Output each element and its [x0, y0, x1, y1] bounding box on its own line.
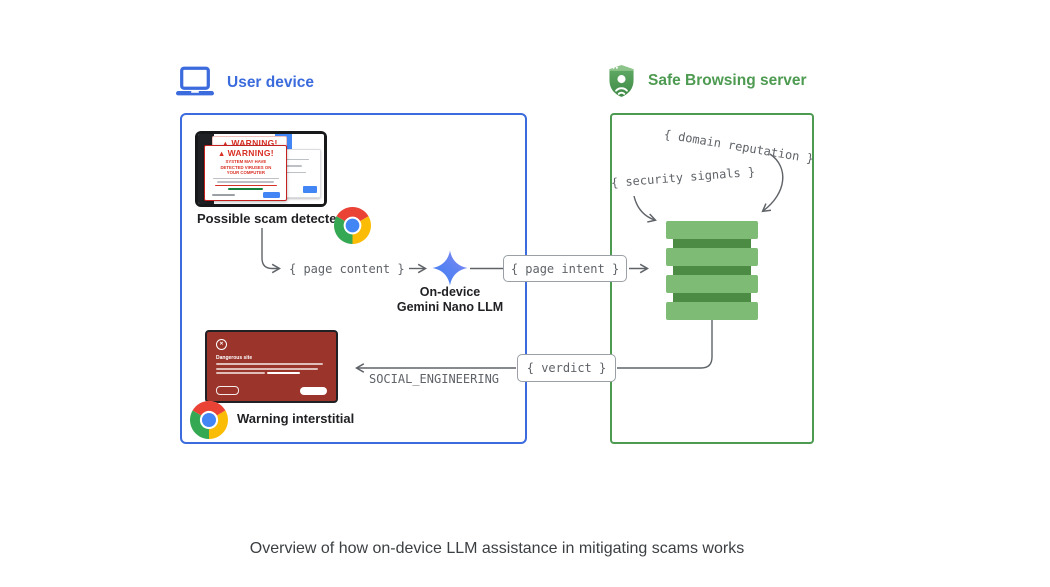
warning-interstitial-screenshot: ✕ Dangerous site [205, 330, 338, 403]
warning-title: WARNING! [227, 148, 274, 159]
verdict-box: { verdict } [517, 354, 616, 382]
close-circle-icon: ✕ [216, 339, 227, 350]
chrome-logo-icon [190, 401, 228, 439]
safe-browsing-shield-icon [609, 65, 634, 97]
interstitial-caption: Warning interstitial [237, 411, 355, 426]
scam-popup-button [263, 192, 280, 199]
interstitial-back-button [300, 386, 327, 395]
safe-browsing-title: Safe Browsing server [648, 72, 807, 89]
scam-page-screenshot: ▲ WARNING! ▲ WARNING! SYSTEM MAY HAVE DE… [195, 131, 327, 207]
scam-caption: Possible scam detected [197, 211, 345, 226]
llm-label: On-device Gemini Nano LLM [396, 285, 504, 314]
user-device-header: User device [176, 66, 314, 99]
interstitial-details-button [216, 386, 239, 395]
interstitial-link-line [266, 372, 301, 375]
safe-browsing-header: Safe Browsing server [608, 63, 807, 99]
warning-body: SYSTEM MAY HAVE DETECTED VIRUSES ON YOUR… [220, 159, 272, 176]
scam-popup-button [302, 186, 318, 193]
scam-warning-popup: ▲ WARNING! SYSTEM MAY HAVE DETECTED VIRU… [204, 145, 288, 202]
scam-page-screen: ▲ WARNING! ▲ WARNING! SYSTEM MAY HAVE DE… [198, 134, 324, 204]
page-intent-box: { page intent } [503, 255, 627, 282]
chrome-logo-icon [334, 207, 371, 244]
verdict-value-label: SOCIAL_ENGINEERING [368, 372, 500, 386]
warning-triangle-icon: ▲ [217, 148, 226, 158]
user-device-title: User device [227, 73, 315, 91]
interstitial-heading: Dangerous site [216, 355, 253, 361]
laptop-icon [176, 66, 214, 96]
figure-caption: Overview of how on-device LLM assistance… [249, 540, 745, 557]
page-content-label: { page content } [289, 262, 405, 276]
server-stack [666, 221, 758, 320]
warning-triangle-icon: ▲ [221, 138, 230, 148]
gemini-sparkle-icon [432, 250, 468, 286]
